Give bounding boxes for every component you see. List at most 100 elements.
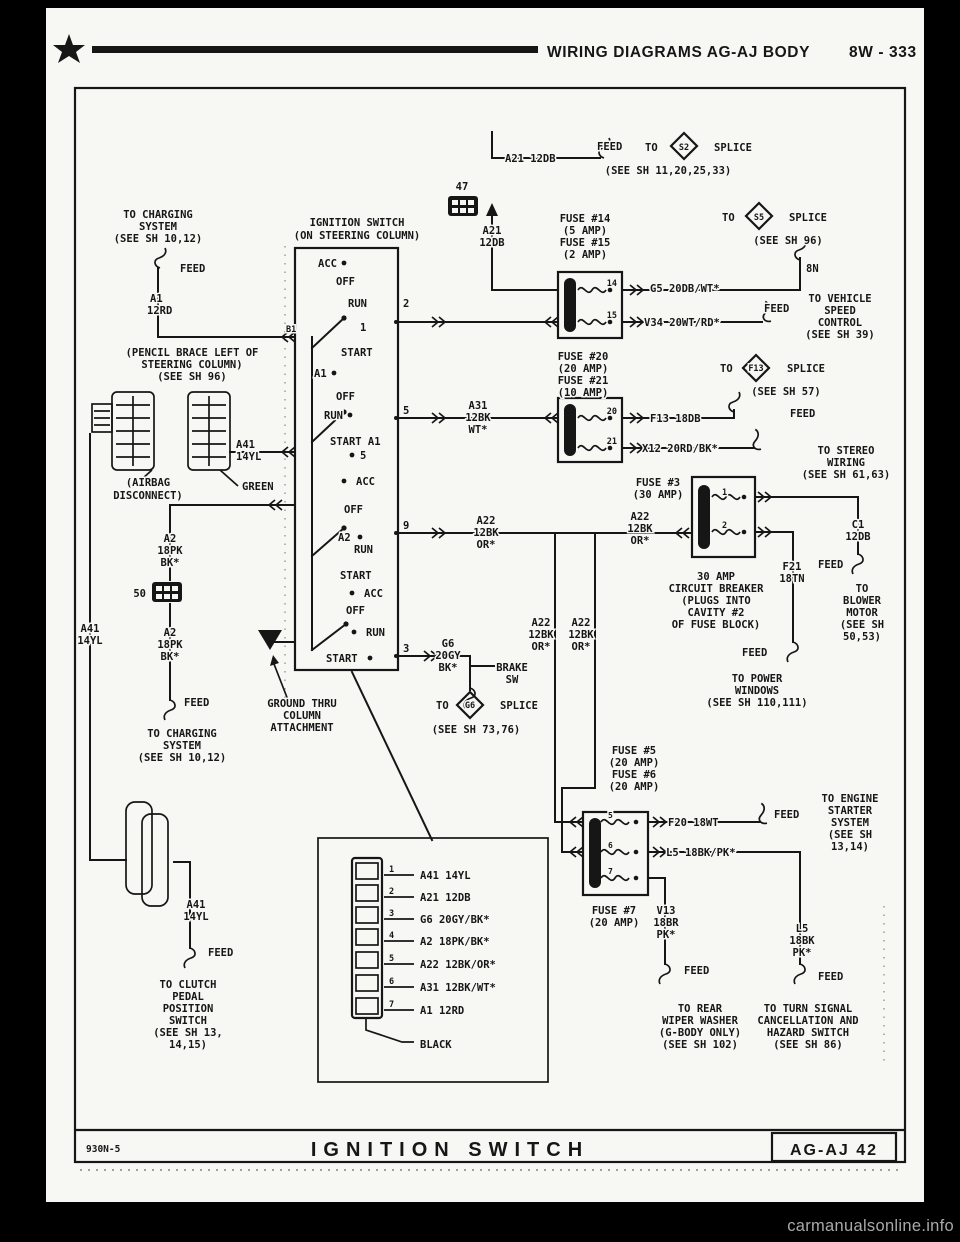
splice-g6 <box>455 690 485 720</box>
diagram-label: FEED <box>764 303 789 315</box>
diagram-label: 4 <box>389 931 394 941</box>
diagram-label: (SEE SH 11,20,25,33) <box>605 165 731 177</box>
diagram-label: 2 <box>403 298 409 310</box>
diagram-label: A21 <box>483 225 502 237</box>
diagram-label: FEED <box>774 809 799 821</box>
wire-v13 <box>647 877 666 965</box>
diagram-label: F21 <box>783 561 802 573</box>
diagram-label: FEED <box>597 141 622 153</box>
diagram-label: A1 12RD <box>420 1005 464 1017</box>
diagram-label: L5 <box>796 923 809 935</box>
diagram-label: B1 <box>286 325 296 335</box>
diagram-label: (SEE SH 102) <box>662 1039 738 1051</box>
diagram-label: FEED <box>790 408 815 420</box>
wire-c1 <box>754 496 859 555</box>
diagram-label: 1 <box>722 488 727 498</box>
diagram-label: FEED <box>742 647 767 659</box>
diagram-label: (SEE SH <box>840 619 884 631</box>
diagram-label: FUSE #6 <box>612 769 656 781</box>
diagram-label: A2 <box>164 533 177 545</box>
diagram-label: BK* <box>439 662 458 674</box>
splice-f13 <box>741 353 771 383</box>
diagram-label: 14YL <box>77 635 102 647</box>
diagram-label: A21 12DB <box>420 892 471 904</box>
diagram-label: WIPER WASHER <box>662 1015 739 1027</box>
diagram-label: 14YL <box>236 451 261 463</box>
diagram-label: 20GY <box>435 650 461 662</box>
diagram-label: 12RD <box>147 305 172 317</box>
diagram-label: FUSE #15 <box>560 237 611 249</box>
diagram-label: IGNITION SWITCH <box>310 217 405 229</box>
diagram-label: 12DB <box>845 531 870 543</box>
diagram-label: 18PK <box>157 639 183 651</box>
diagram-label: 7 <box>389 1000 394 1010</box>
wire-a1 <box>157 267 296 338</box>
diagram-label: G6 20GY/BK* <box>420 914 490 926</box>
wire-f21 <box>754 531 794 643</box>
diagram-label: WT* <box>469 424 488 436</box>
diagram-label: DISCONNECT) <box>113 490 183 502</box>
diagram-label: TO POWER <box>732 673 783 685</box>
diagram-label: TO CHARGING <box>123 209 193 221</box>
diagram-label: TO CLUTCH <box>160 979 217 991</box>
diagram-label: PEDAL <box>172 991 204 1003</box>
header-rule <box>92 46 538 53</box>
diagram-label: SYSTEM <box>163 740 201 752</box>
wires <box>89 131 859 965</box>
diagram-label: TO <box>436 700 449 712</box>
diagram-label: F13 <box>748 364 763 374</box>
diagram-label: BK* <box>161 651 180 663</box>
diagram-label: V34 20WT/RD* <box>644 317 720 329</box>
connector-50-icon <box>152 582 182 602</box>
leader-switch-connector <box>350 670 434 842</box>
diagram-label: 47 <box>456 181 469 193</box>
diagram-label: (5 AMP) <box>563 225 607 237</box>
diagram-label: CIRCUIT BREAKER <box>669 583 765 595</box>
diagram-label: ATTACHMENT <box>270 722 333 734</box>
diagram-label: START <box>341 347 373 359</box>
diagram-label: HAZARD SWITCH <box>767 1027 849 1039</box>
diagram-label: (ON STEERING COLUMN) <box>294 230 420 242</box>
diagram-label: TO <box>720 363 733 375</box>
watermark: carmanualsonline.info <box>787 1217 954 1235</box>
diagram-label: S5 <box>754 213 764 223</box>
diagram-label: FEED <box>184 697 209 709</box>
diagram-label: BK* <box>161 557 180 569</box>
wire-a21-conn47 <box>491 213 559 291</box>
diagram-label: FEED <box>818 559 843 571</box>
diagram-label: (SEE SH 10,12) <box>138 752 227 764</box>
diagram-label: TO ENGINE <box>822 793 879 805</box>
diagram-label: 5 <box>360 450 366 462</box>
switch-connector-pinout <box>317 837 549 1083</box>
diagram-label: 20 <box>607 407 617 417</box>
diagram-label: (20 AMP) <box>589 917 640 929</box>
diagram-label: PK* <box>657 929 676 941</box>
diagram-label: 7 <box>608 867 613 876</box>
diagram-label: A21 12DB <box>505 153 556 165</box>
diagram-label: START A1 <box>330 436 381 448</box>
diagram-label: 3 <box>403 643 409 655</box>
diagram-label: 50,53) <box>843 631 881 643</box>
diagram-label: ACC <box>364 588 383 600</box>
diagram-label: TO <box>722 212 735 224</box>
diagram-label: A1 <box>314 368 327 380</box>
diagram-label: STARTER <box>828 805 873 817</box>
diagram-label: 13,14) <box>831 841 869 853</box>
diagram-label: A2 <box>164 627 177 639</box>
diagram-label: V13 <box>657 905 676 917</box>
diagram-label: AG-AJ 42 <box>790 1142 878 1159</box>
diagram-label: S2 <box>679 143 689 153</box>
diagram-label: 6 <box>608 841 613 850</box>
diagram-label: (AIRBAG <box>126 477 170 489</box>
diagram-label: 12BK <box>568 629 594 641</box>
switch-contacts <box>331 260 398 661</box>
diagram-label: A1 <box>150 293 163 305</box>
diagram-label: A41 <box>236 439 255 451</box>
diagram-label: 18PK <box>157 545 183 557</box>
diagram-label: 18TN <box>779 573 804 585</box>
diagram-label: 15 <box>607 311 617 321</box>
diagram-label: TO <box>856 583 869 595</box>
diagram-label: 12BK <box>473 527 499 539</box>
